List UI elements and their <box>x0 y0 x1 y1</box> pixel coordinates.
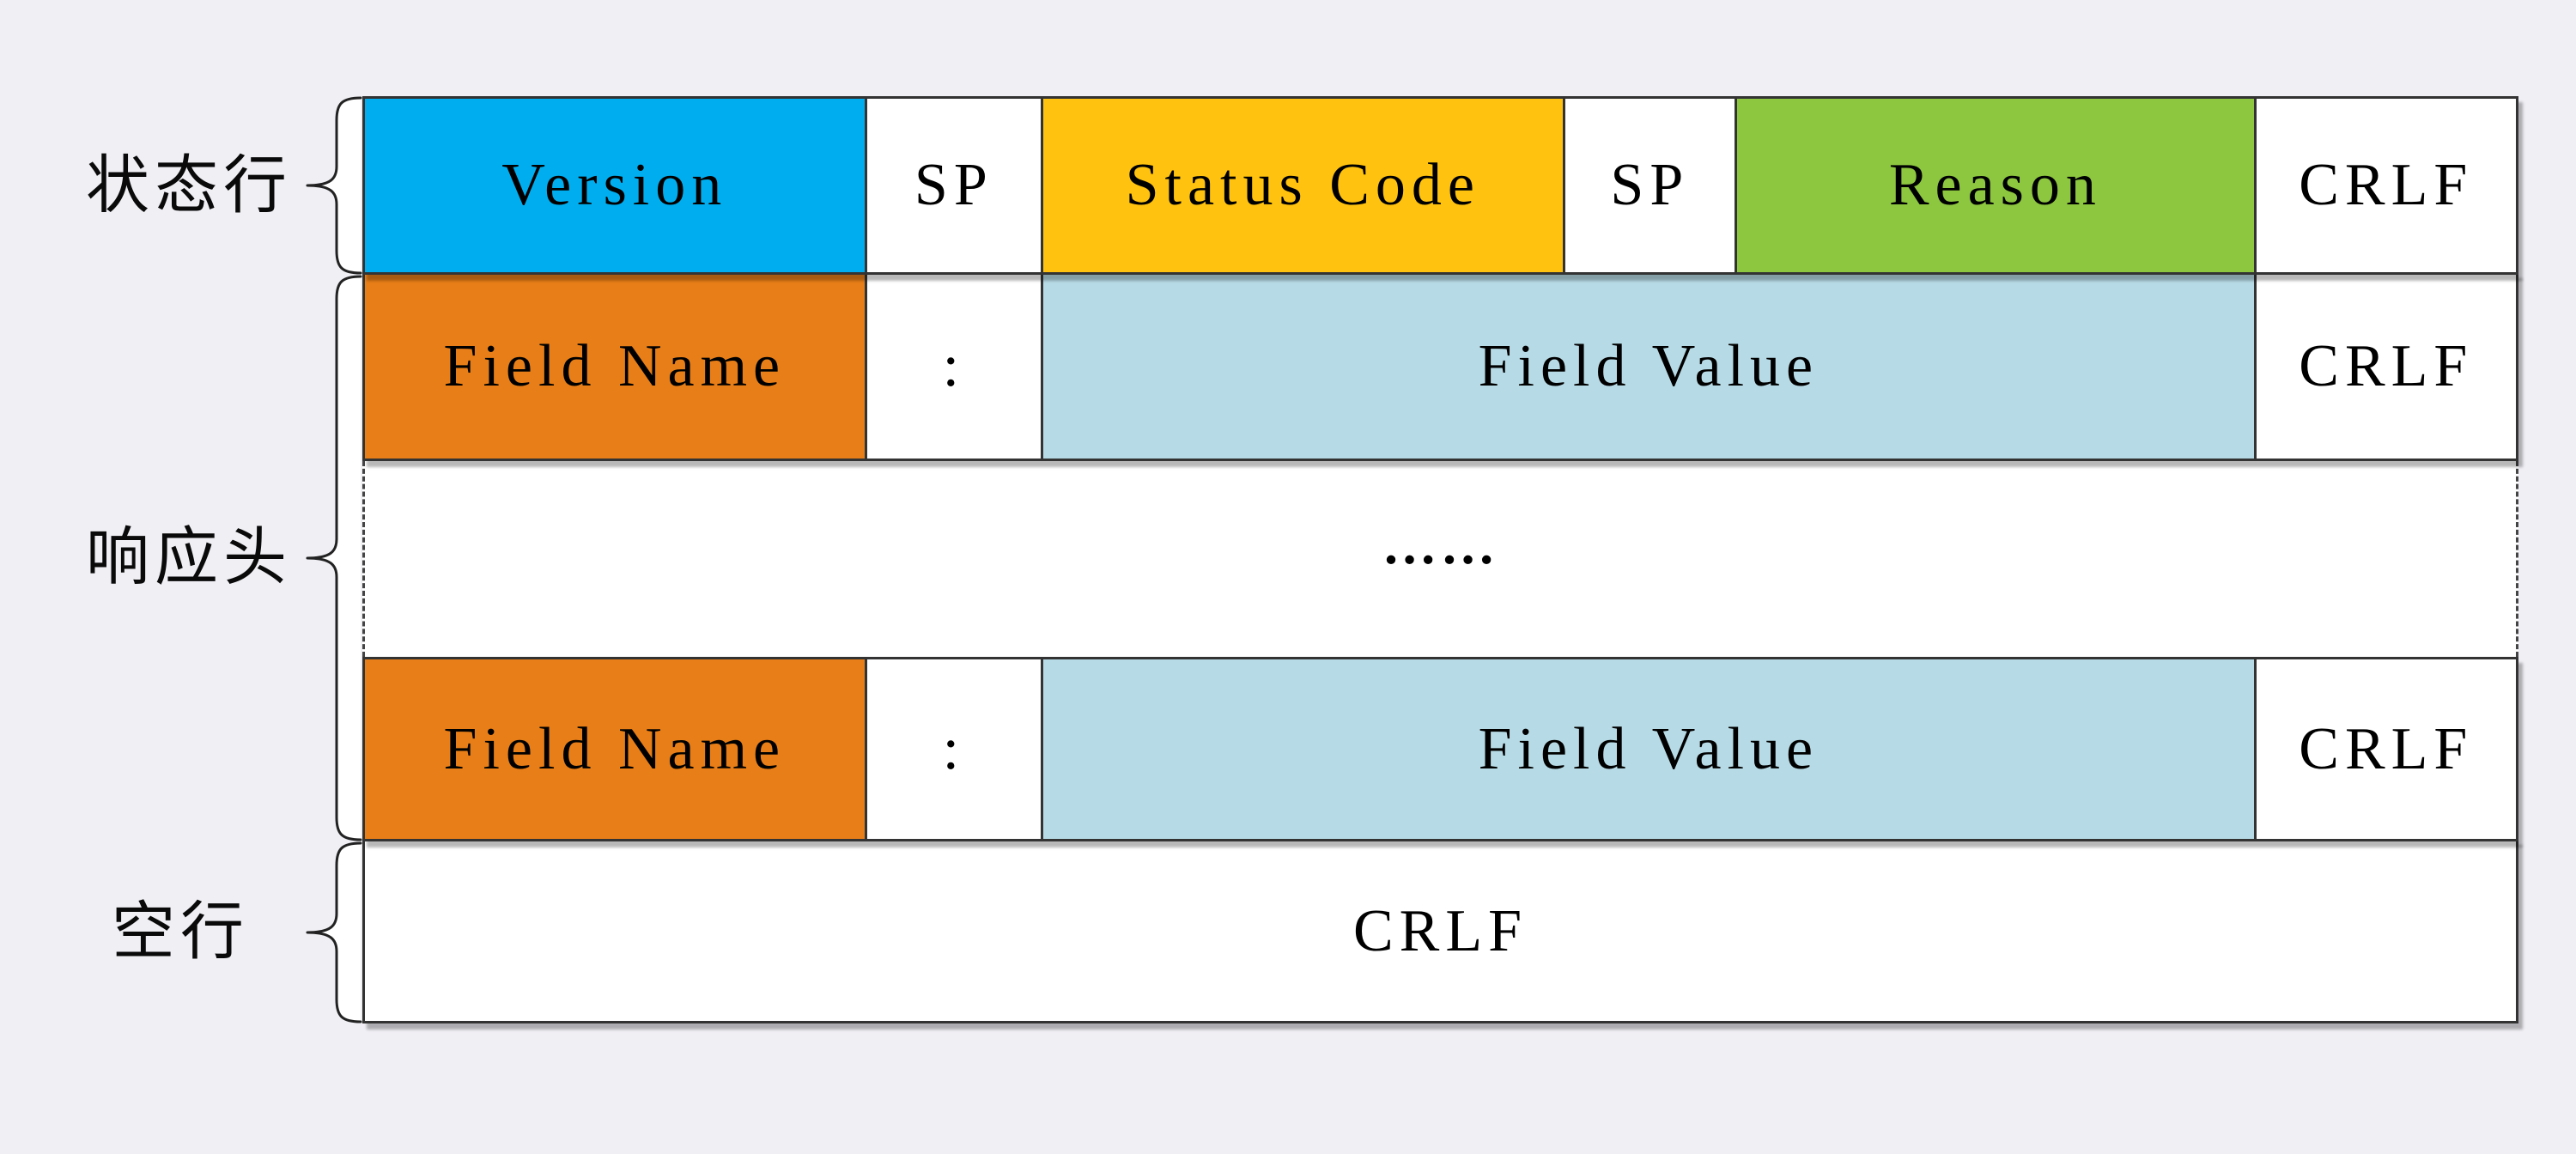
header-field-row-1: Field Name : Field Value CRLF <box>362 272 2518 461</box>
cell-field-name-2: Field Name <box>365 659 867 839</box>
cell-crlf-header-1: CRLF <box>2256 275 2516 459</box>
header-field-row-2: Field Name : Field Value CRLF <box>362 657 2518 841</box>
cell-status-code: Status Code <box>1043 99 1565 272</box>
label-status-line: 状态行 <box>86 151 292 222</box>
cell-crlf-header-2: CRLF <box>2256 659 2516 839</box>
blank-line-brace-icon <box>306 841 362 1023</box>
blank-line-row: CRLF <box>362 839 2518 1023</box>
cell-field-value-1: Field Value <box>1043 275 2257 459</box>
cell-crlf-blank-line: CRLF <box>365 841 2516 1021</box>
cell-sp-2: SP <box>1564 99 1738 272</box>
cell-version: Version <box>365 99 867 272</box>
label-blank-line: 空行 <box>112 897 249 968</box>
cell-field-name-1: Field Name <box>365 275 867 459</box>
cell-field-value-2: Field Value <box>1043 659 2257 839</box>
cell-reason: Reason <box>1737 99 2257 272</box>
status-line-brace-icon <box>306 96 362 275</box>
label-response-headers: 响应头 <box>86 523 292 593</box>
status-line-row: Version SP Status Code SP Reason CRLF <box>362 96 2518 275</box>
cell-colon-2: : <box>866 659 1044 839</box>
cell-colon-1: : <box>866 275 1044 459</box>
response-headers-brace-icon <box>306 275 362 841</box>
ellipsis-row: …… <box>362 461 2518 657</box>
ellipsis-dots: …… <box>1382 514 1499 575</box>
cell-sp-1: SP <box>866 99 1044 272</box>
cell-crlf-status-line: CRLF <box>2256 99 2516 272</box>
